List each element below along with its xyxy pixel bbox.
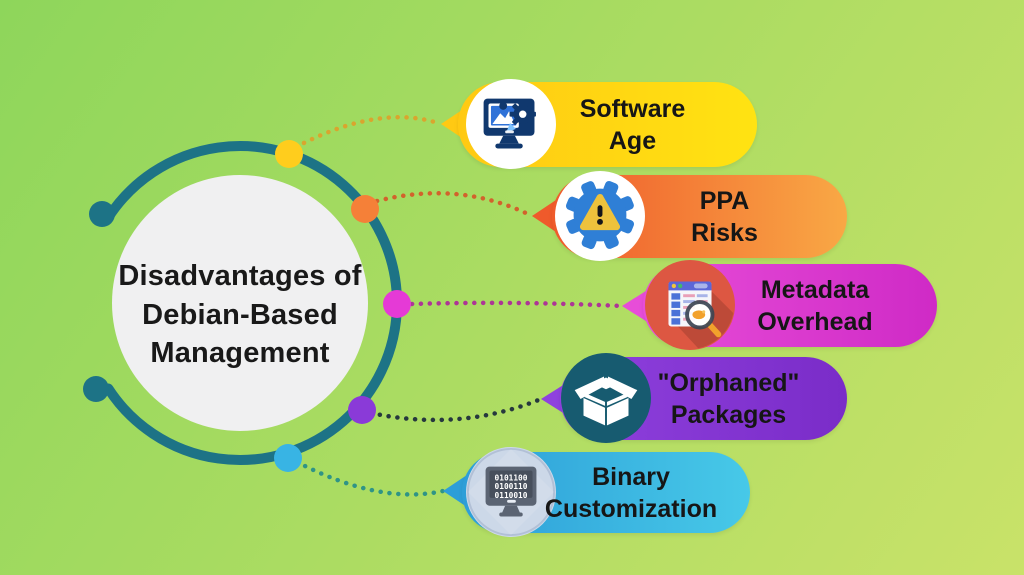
connector-software-age — [293, 114, 444, 150]
item-label-line2: Risks — [691, 218, 758, 247]
connector-binary-customization — [294, 459, 446, 497]
item-label-line2: Overhead — [757, 307, 873, 336]
item-pill-binary-customization: 0101100 0100110 0110010 Binary Customiza… — [462, 447, 750, 537]
binary-monitor-icon: 0101100 0100110 0110010 — [466, 447, 556, 537]
item-icon-circle — [466, 79, 556, 169]
item-label-line2: Age — [608, 126, 657, 155]
item-pill-orphaned-packages: "Orphaned" Packages — [560, 353, 847, 443]
item-label-line1: PPA — [699, 186, 750, 215]
item-label-line1: Metadata — [760, 275, 870, 304]
item-icon-circle — [645, 260, 735, 350]
item-pill-ppa-risks: PPA Risks — [552, 171, 847, 261]
ring-dot-orphaned-packages — [348, 396, 376, 424]
svg-text:0101100: 0101100 — [495, 473, 528, 482]
connector-orphaned-packages — [368, 396, 544, 423]
ring-end-dot-top — [89, 201, 115, 227]
monitor-gear-icon — [483, 98, 536, 149]
item-icon-circle: 0101100 0100110 0110010 — [466, 447, 556, 537]
open-box-icon — [574, 376, 638, 426]
item-pill-metadata-overhead: Metadata Overhead — [643, 260, 937, 350]
item-label-line2: Packages — [670, 400, 787, 429]
central-topic-title-line2: Debian-Based — [142, 298, 338, 331]
item-label: "Orphaned" Packages — [560, 357, 847, 440]
item-label: Software Age — [458, 82, 757, 167]
item-label-line1: "Orphaned" — [657, 368, 800, 397]
item-icon-circle — [555, 171, 645, 261]
central-topic-title-line1: Disadvantages of — [118, 260, 362, 293]
gear-warning-icon — [565, 180, 635, 250]
ring-dot-software-age — [275, 140, 303, 168]
ring-dot-ppa-risks — [351, 195, 379, 223]
connector-metadata-overhead — [409, 300, 625, 309]
svg-text:0100110: 0100110 — [495, 482, 528, 491]
item-pill-software-age: Software Age — [458, 79, 757, 169]
ring-end-dot-bottom — [83, 376, 109, 402]
connector-ppa-risks — [374, 191, 535, 219]
item-label: Metadata Overhead — [643, 264, 937, 347]
ring-dot-binary-customization — [274, 444, 302, 472]
item-label-line1: Software — [579, 94, 686, 123]
item-label-line1: Binary — [592, 462, 670, 491]
item-label-line2: Customization — [544, 494, 718, 523]
central-topic: Disadvantages of Debian-Based Management — [112, 175, 368, 431]
table-magnifier-icon — [668, 281, 735, 350]
item-label: PPA Risks — [552, 175, 847, 258]
item-icon-circle — [561, 353, 651, 443]
ring-dot-metadata-overhead — [383, 290, 411, 318]
svg-text:0110010: 0110010 — [495, 491, 528, 500]
central-topic-title-line3: Management — [150, 337, 330, 370]
item-label: Binary Customization — [462, 452, 750, 533]
